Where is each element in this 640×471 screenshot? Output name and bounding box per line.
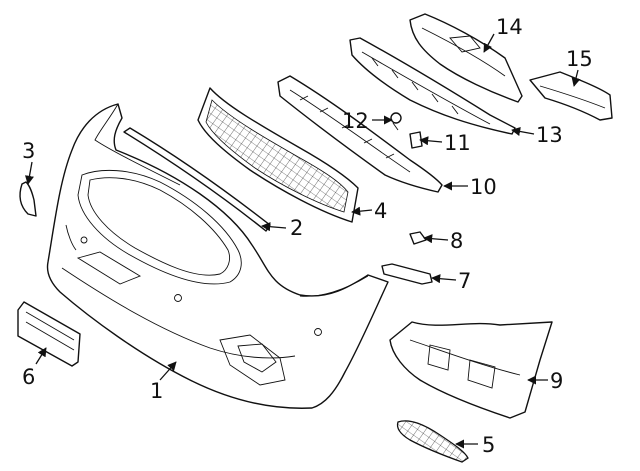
callout-10: 10 (470, 175, 497, 199)
callout-11: 11 (444, 131, 471, 155)
callout-7: 7 (458, 269, 471, 293)
part-upper-grille (197, 87, 359, 223)
part-side-bracket (529, 71, 613, 121)
part-clip-7 (381, 263, 433, 285)
callout-5: 5 (482, 433, 495, 457)
part-bumper-cover (46, 103, 389, 409)
callout-6: 6 (22, 365, 35, 389)
callout-9: 9 (550, 369, 563, 393)
part-upper-bracket (409, 13, 523, 103)
part-lower-bracket (389, 321, 553, 419)
part-clip-12 (390, 112, 402, 131)
callout-15: 15 (566, 47, 593, 71)
callout-labels: 1 2 3 4 5 6 7 8 9 10 11 12 13 14 15 (22, 15, 593, 457)
part-reinforcement (349, 37, 516, 135)
part-clip-8 (409, 231, 427, 245)
callout-3: 3 (22, 139, 35, 163)
part-nut-11 (409, 131, 423, 149)
part-lower-grille-insert (396, 420, 469, 463)
callout-12: 12 (342, 109, 369, 133)
callout-8: 8 (450, 229, 463, 253)
callout-1: 1 (150, 379, 163, 403)
part-license-plate-bracket (17, 301, 81, 367)
callout-13: 13 (536, 123, 563, 147)
part-small-side-bracket (19, 181, 37, 217)
callout-2: 2 (290, 216, 303, 240)
part-upper-absorber (277, 75, 443, 193)
leader-lines (24, 33, 581, 449)
callout-14: 14 (496, 15, 523, 39)
callout-4: 4 (374, 199, 387, 223)
